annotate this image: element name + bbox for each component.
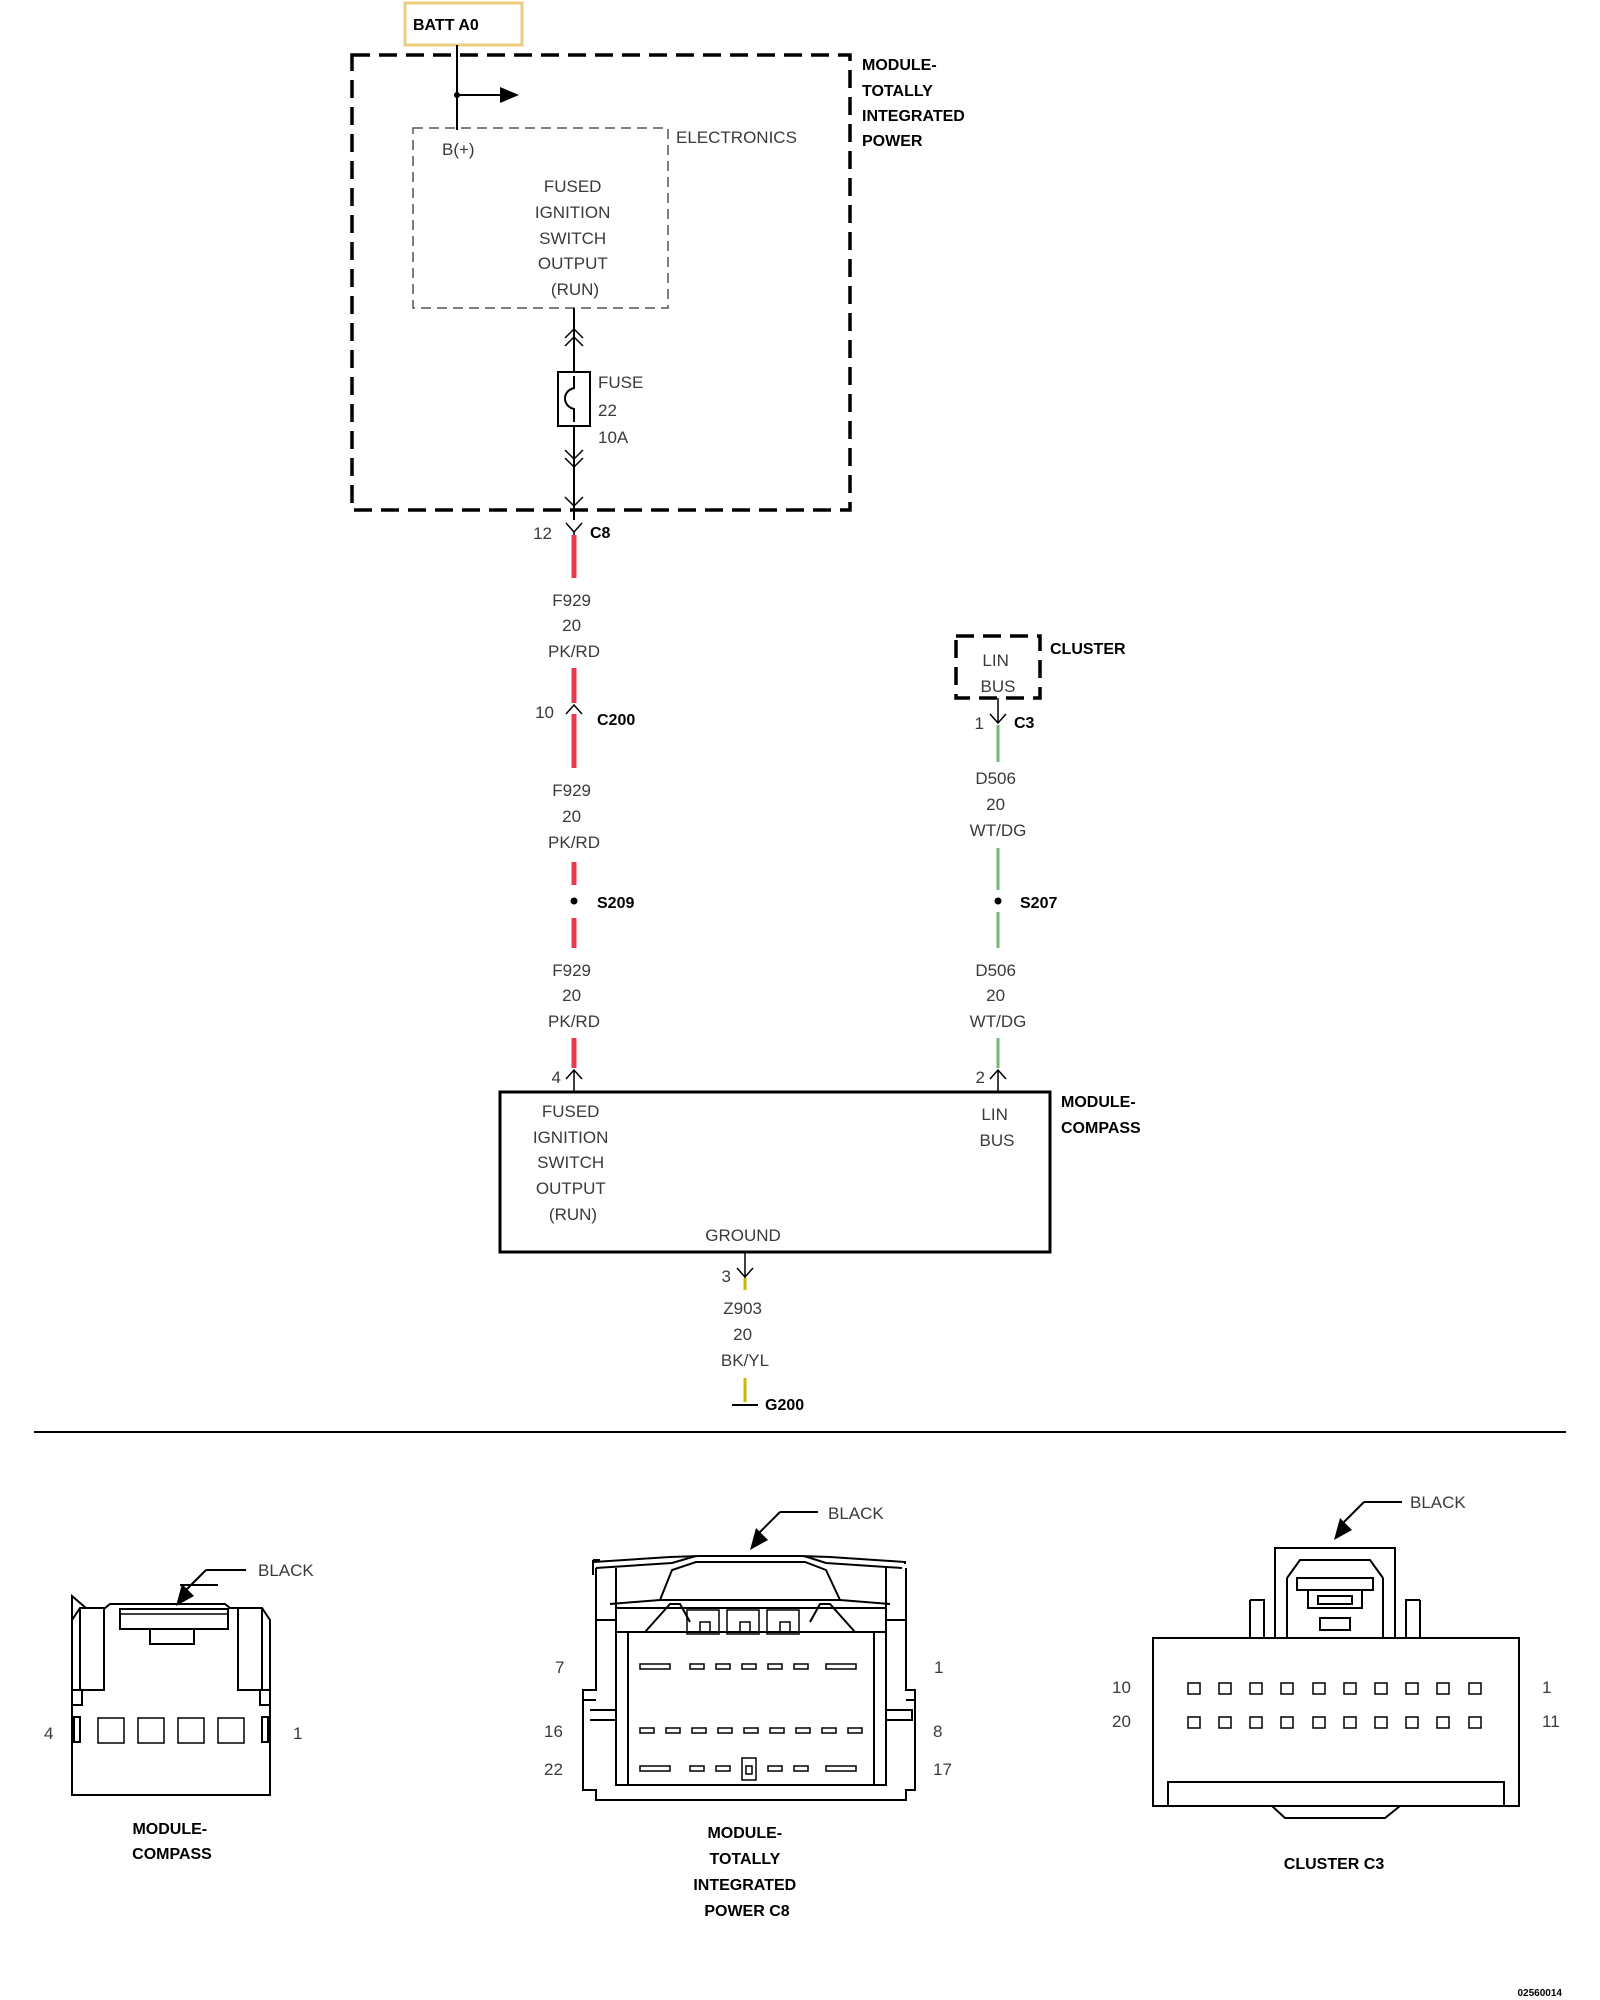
cluster-title: CLUSTER: [1050, 641, 1126, 658]
cluster-c3-pin-1: 1: [1542, 1678, 1551, 1697]
g200-ground-label: G200: [765, 1397, 804, 1414]
compass-connector-view: [71, 1569, 271, 1796]
cluster-c3-view-color: BLACK: [1410, 1493, 1466, 1512]
compass-view-color: BLACK: [258, 1561, 314, 1580]
c8-pin-number: 12: [533, 524, 552, 543]
f929-wire-label-1: F929 20 PK/RD: [548, 591, 600, 661]
s209-splice-dot: [570, 897, 578, 905]
cluster-c3-connector-view: [1152, 1501, 1520, 1819]
tip-fused-output-label: FUSED IGNITION SWITCH OUTPUT (RUN): [535, 177, 615, 299]
tip-c8-pin-1: 1: [934, 1658, 943, 1677]
fuse-label: FUSE 22 10A: [598, 373, 648, 447]
module-compass-title: MODULE- COMPASS: [1061, 1094, 1141, 1137]
compass-view-pin-right: 1: [293, 1724, 302, 1743]
module-tip-title: MODULE- TOTALLY INTEGRATED POWER: [862, 57, 969, 150]
compass-fused-label: FUSED IGNITION SWITCH OUTPUT (RUN): [533, 1102, 613, 1224]
c3-connector-label: C3: [1014, 715, 1035, 732]
compass-view-caption: MODULE- COMPASS: [132, 1821, 212, 1863]
z903-wire-label: Z903 20 BK/YL: [721, 1299, 769, 1370]
compass-view-pin-left: 4: [44, 1724, 53, 1743]
module-tip-box: [350, 53, 852, 512]
tip-c8-view-caption: MODULE- TOTALLY INTEGRATED POWER C8: [693, 1825, 800, 1920]
c200-connector-label: C200: [597, 712, 635, 729]
tip-c8-pin-16: 16: [544, 1722, 563, 1741]
tip-c8-connector-view: [582, 1511, 916, 1801]
s209-splice-label: S209: [597, 895, 634, 912]
c8-connector-label: C8: [590, 525, 611, 542]
cluster-c3-pin-11: 11: [1542, 1712, 1560, 1731]
cluster-c3-pin-20: 20: [1112, 1712, 1131, 1731]
batt-label: BATT A0: [413, 17, 479, 34]
bplus-label: B(+): [442, 140, 475, 159]
tip-c8-view-color: BLACK: [828, 1504, 884, 1523]
document-code: 02560014: [1518, 1988, 1563, 1999]
compass-pin-lin: 2: [976, 1068, 985, 1087]
tip-c8-pin-7: 7: [555, 1658, 564, 1677]
compass-ground-label: GROUND: [705, 1226, 781, 1245]
s207-splice-dot: [994, 897, 1002, 905]
d506-wire-label-1: D506 20 WT/DG: [970, 769, 1027, 840]
compass-pin-ground: 3: [722, 1267, 731, 1286]
compass-pin-fused: 4: [552, 1068, 561, 1087]
cluster-c3-view-caption: CLUSTER C3: [1284, 1856, 1385, 1873]
cluster-c3-pin-10: 10: [1112, 1678, 1131, 1697]
s207-splice-label: S207: [1020, 895, 1057, 912]
electronics-label: ELECTRONICS: [676, 128, 797, 147]
tip-c8-pin-17: 17: [933, 1760, 952, 1779]
f929-wire-label-2: F929 20 PK/RD: [548, 781, 600, 852]
d506-wire-label-2: D506 20 WT/DG: [970, 961, 1027, 1031]
electronics-box: [412, 127, 669, 309]
tip-c8-pin-8: 8: [933, 1722, 942, 1741]
module-compass-box: [498, 1090, 1052, 1254]
f929-wire-label-3: F929 20 PK/RD: [548, 961, 600, 1031]
c200-pin-number: 10: [535, 703, 554, 722]
batt-box: [403, 1, 524, 47]
compass-lin-label: LIN BUS: [980, 1105, 1015, 1150]
cluster-box: [954, 634, 1042, 700]
c3-pin-number: 1: [975, 714, 984, 733]
cluster-lin-bus-label: LIN BUS: [981, 651, 1016, 696]
tip-c8-pin-22: 22: [544, 1760, 563, 1779]
